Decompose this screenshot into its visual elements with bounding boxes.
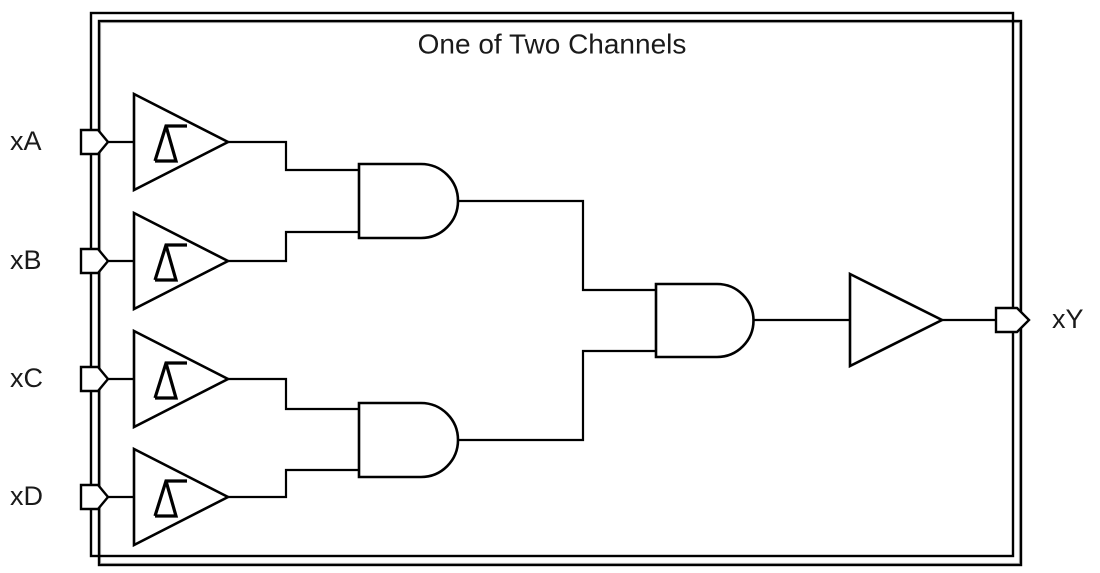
and-gate-2-body [357,401,460,479]
and-gate-2[interactable] [357,401,460,479]
net-group-input-stubs [106,140,136,499]
buffer-triangle-a [132,91,231,193]
input-pin-xc[interactable] [79,365,110,393]
schmitt-buffer-d[interactable] [132,446,231,548]
output-label-xy: xY [1052,304,1084,334]
buffer-triangle-c [132,328,231,430]
net-buf-b-to-and-1 [226,230,361,263]
schmitt-buffer-a[interactable] [132,91,231,193]
net-buf-d-to-and-2 [226,468,361,499]
net-group-and-to-output [456,199,998,442]
pin-flag-xy [994,306,1031,334]
output-buffer-triangle [848,271,945,369]
net-buf-c-to-and-2 [226,377,361,411]
frame-rect-inner [97,19,1023,567]
hysteresis-icon-c [153,361,187,400]
hysteresis-icon-d [153,479,187,518]
input-pin-xa[interactable] [79,128,110,156]
channel-frame [89,11,1023,567]
and-gate-1[interactable] [357,162,460,240]
hysteresis-icon-a [153,124,187,163]
input-label-xc: xC [10,363,43,393]
output-pin-xy[interactable] [994,306,1031,334]
and-gate-3-body [654,282,755,359]
hysteresis-icon-b [153,243,187,282]
and-gate-3[interactable] [654,282,755,359]
net-and-1-to-and-3 [456,199,658,292]
net-and-2-to-and-3 [456,349,658,442]
pin-flag-xb [79,247,110,275]
input-pin-xb[interactable] [79,247,110,275]
schmitt-buffer-c[interactable] [132,328,231,430]
frame-rect-outer [89,11,1015,558]
input-label-xd: xD [10,481,43,511]
pin-flag-xa [79,128,110,156]
pin-flag-xc [79,365,110,393]
diagram-title: One of Two Channels [418,28,687,59]
schmitt-buffer-b[interactable] [132,210,231,312]
input-label-xb: xB [10,245,42,275]
buffer-triangle-b [132,210,231,312]
net-group-buffer-to-and [226,140,361,499]
input-label-xa: xA [10,126,42,156]
output-buffer[interactable] [848,271,945,369]
net-buf-a-to-and-1 [226,140,361,172]
and-gate-1-body [357,162,460,240]
pin-flag-xd [79,483,110,511]
input-pin-xd[interactable] [79,483,110,511]
buffer-triangle-d [132,446,231,548]
